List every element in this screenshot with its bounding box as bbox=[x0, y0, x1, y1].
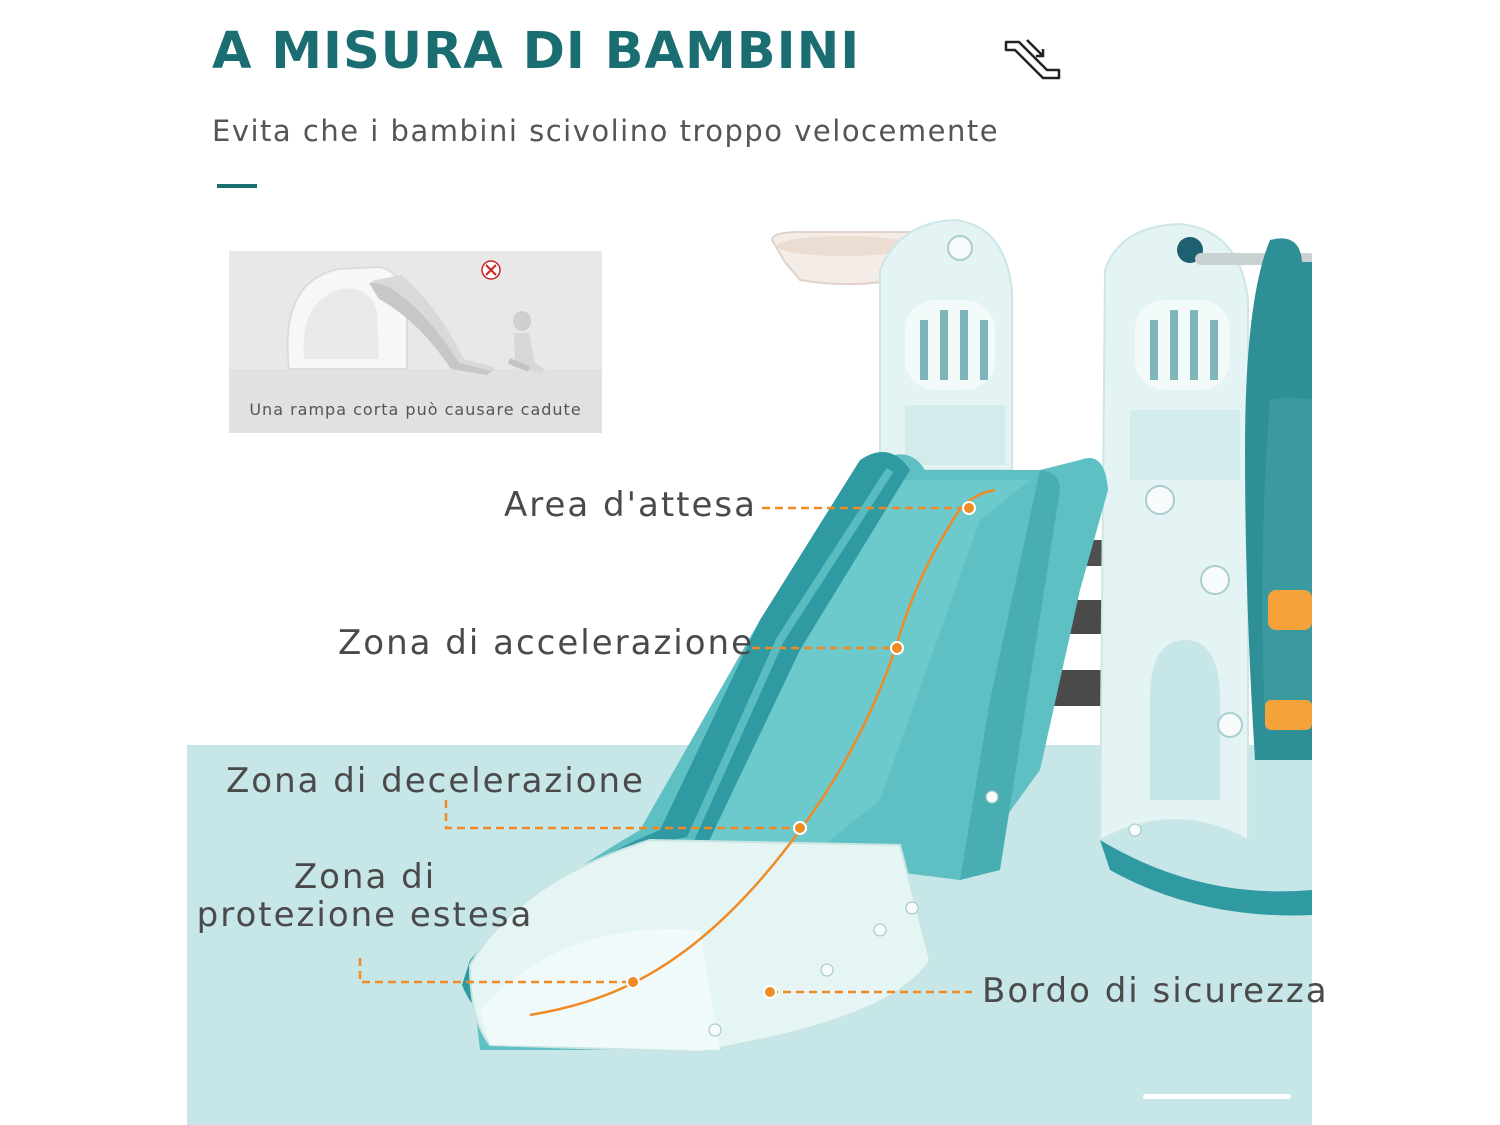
accent-divider bbox=[217, 184, 257, 188]
callout-waiting-area: Area d'attesa bbox=[504, 485, 757, 525]
callout-dot bbox=[890, 641, 904, 655]
callout-acceleration-zone: Zona di accelerazione bbox=[338, 623, 754, 663]
callout-dot bbox=[962, 501, 976, 515]
page-title: A MISURA DI BAMBINI bbox=[212, 22, 861, 81]
short-slide-thumbnail: Una rampa corta può causare cadute bbox=[229, 251, 602, 433]
thumbnail-caption: Una rampa corta può causare cadute bbox=[249, 400, 582, 419]
slide-speed-icon bbox=[1004, 39, 1061, 80]
callout-line-deceleration bbox=[444, 800, 800, 830]
callout-dot bbox=[626, 975, 640, 989]
page-subtitle: Evita che i bambini scivolino troppo vel… bbox=[212, 114, 1000, 148]
callout-dot bbox=[793, 821, 807, 835]
callout-safety-edge: Bordo di sicurezza bbox=[982, 971, 1329, 1011]
short-slide-illustration bbox=[229, 251, 602, 433]
callout-line-protection bbox=[358, 958, 633, 984]
callout-deceleration-zone: Zona di decelerazione bbox=[226, 761, 645, 801]
home-indicator-bar[interactable] bbox=[1143, 1094, 1291, 1099]
callout-extended-protection: Zona di protezione estesa bbox=[196, 857, 534, 935]
callout-dot bbox=[763, 985, 777, 999]
